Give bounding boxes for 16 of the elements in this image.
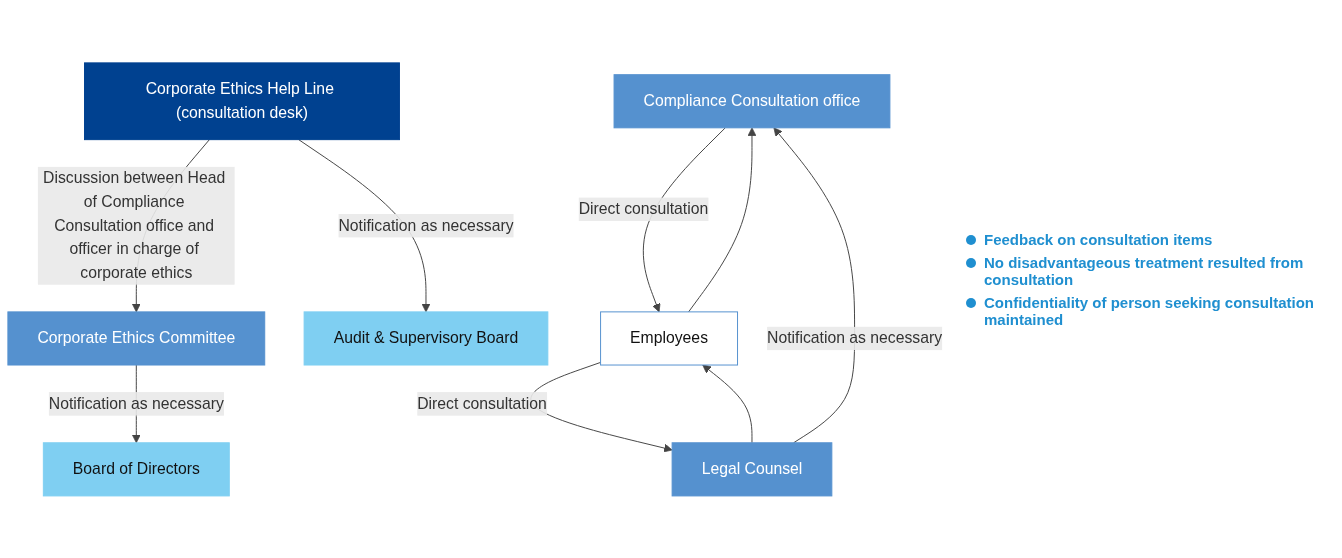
note-text: No disadvantageous treatment resulted from consultation (966, 253, 1326, 288)
node-box: Employees (600, 311, 738, 366)
node-box: Legal Counsel (671, 441, 833, 496)
node-box: Audit & Supervisory Board (303, 311, 549, 366)
note-text: Feedback on consultation items (966, 230, 1326, 248)
edge-label: Direct consultation (578, 199, 709, 217)
node-box: Corporate Ethics Committee (7, 311, 266, 366)
node-box: Compliance Consultation office (613, 73, 891, 128)
edge-label: Discussion between Head of Compliance Consultation office and officer in charge of corporate ethics (43, 169, 226, 281)
note-text: Confidentiality of person seeking consultation maintained (966, 293, 1326, 328)
edge-label: Notification as necessary (48, 394, 224, 412)
edge-label: Notification as necessary (767, 329, 943, 346)
node-box: Corporate Ethics Help Line (consultation desk) (84, 62, 400, 140)
edge-label: Direct consultation (417, 394, 547, 412)
node-box: Board of Directors (42, 441, 230, 496)
edge-label: Notification as necessary (338, 216, 514, 234)
